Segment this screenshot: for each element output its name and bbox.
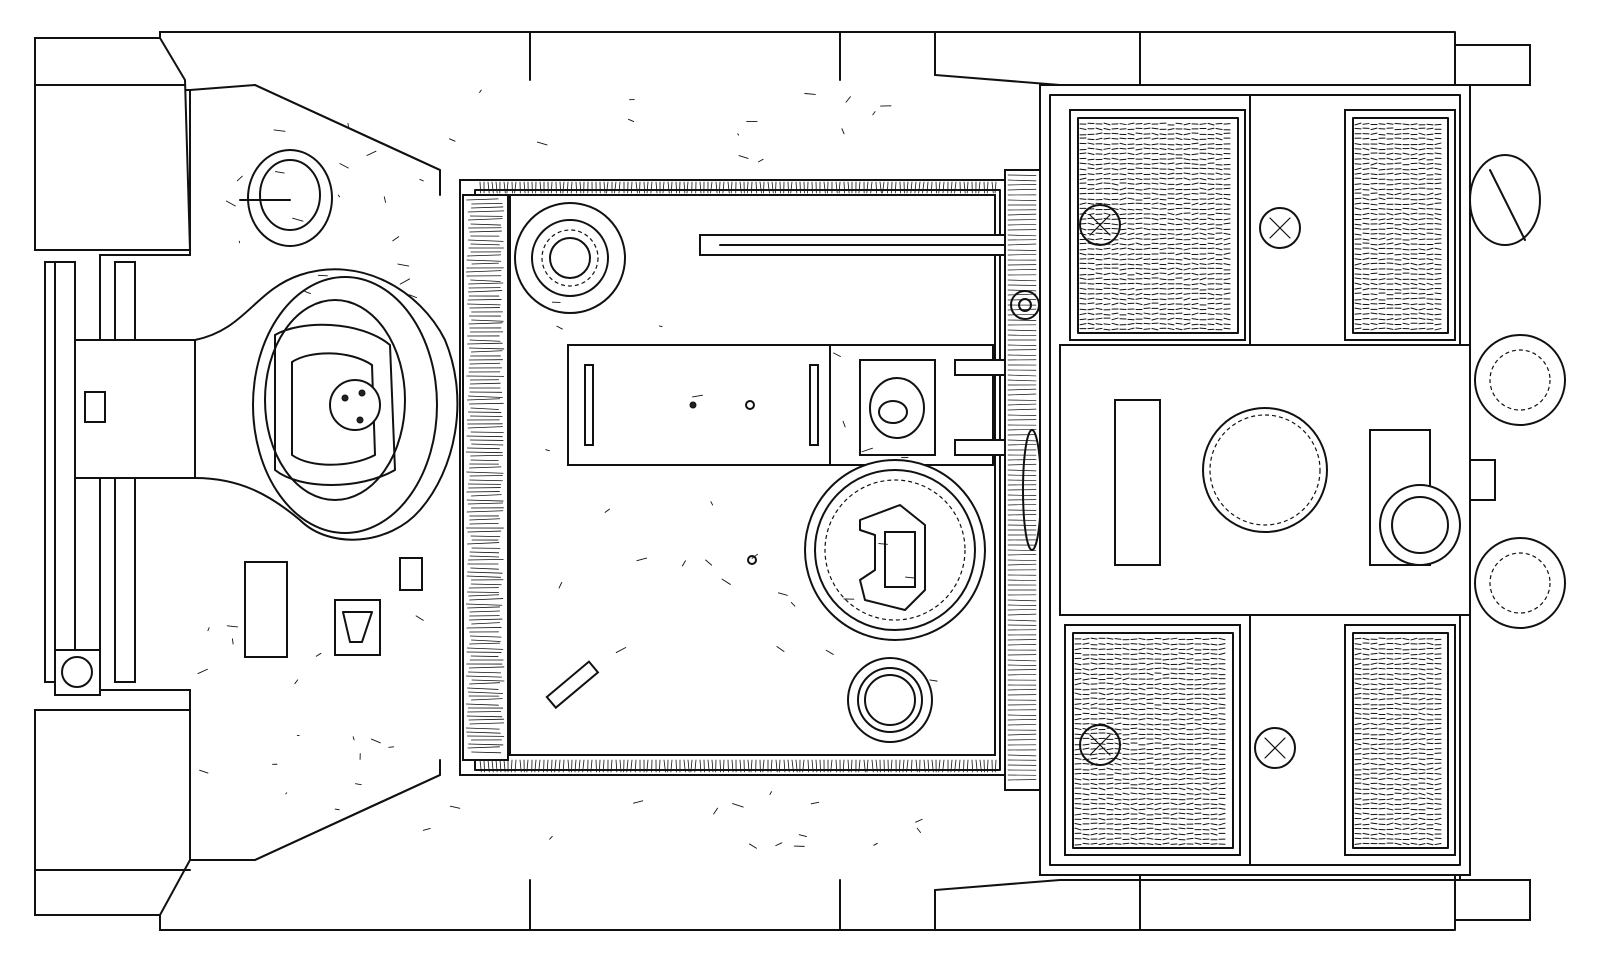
fighting-compartment	[459, 179, 1046, 776]
front-mudguards	[34, 37, 196, 916]
glacis-plate	[189, 84, 459, 861]
rear-wheels	[1469, 154, 1566, 629]
hatching-texture	[197, 89, 1442, 849]
